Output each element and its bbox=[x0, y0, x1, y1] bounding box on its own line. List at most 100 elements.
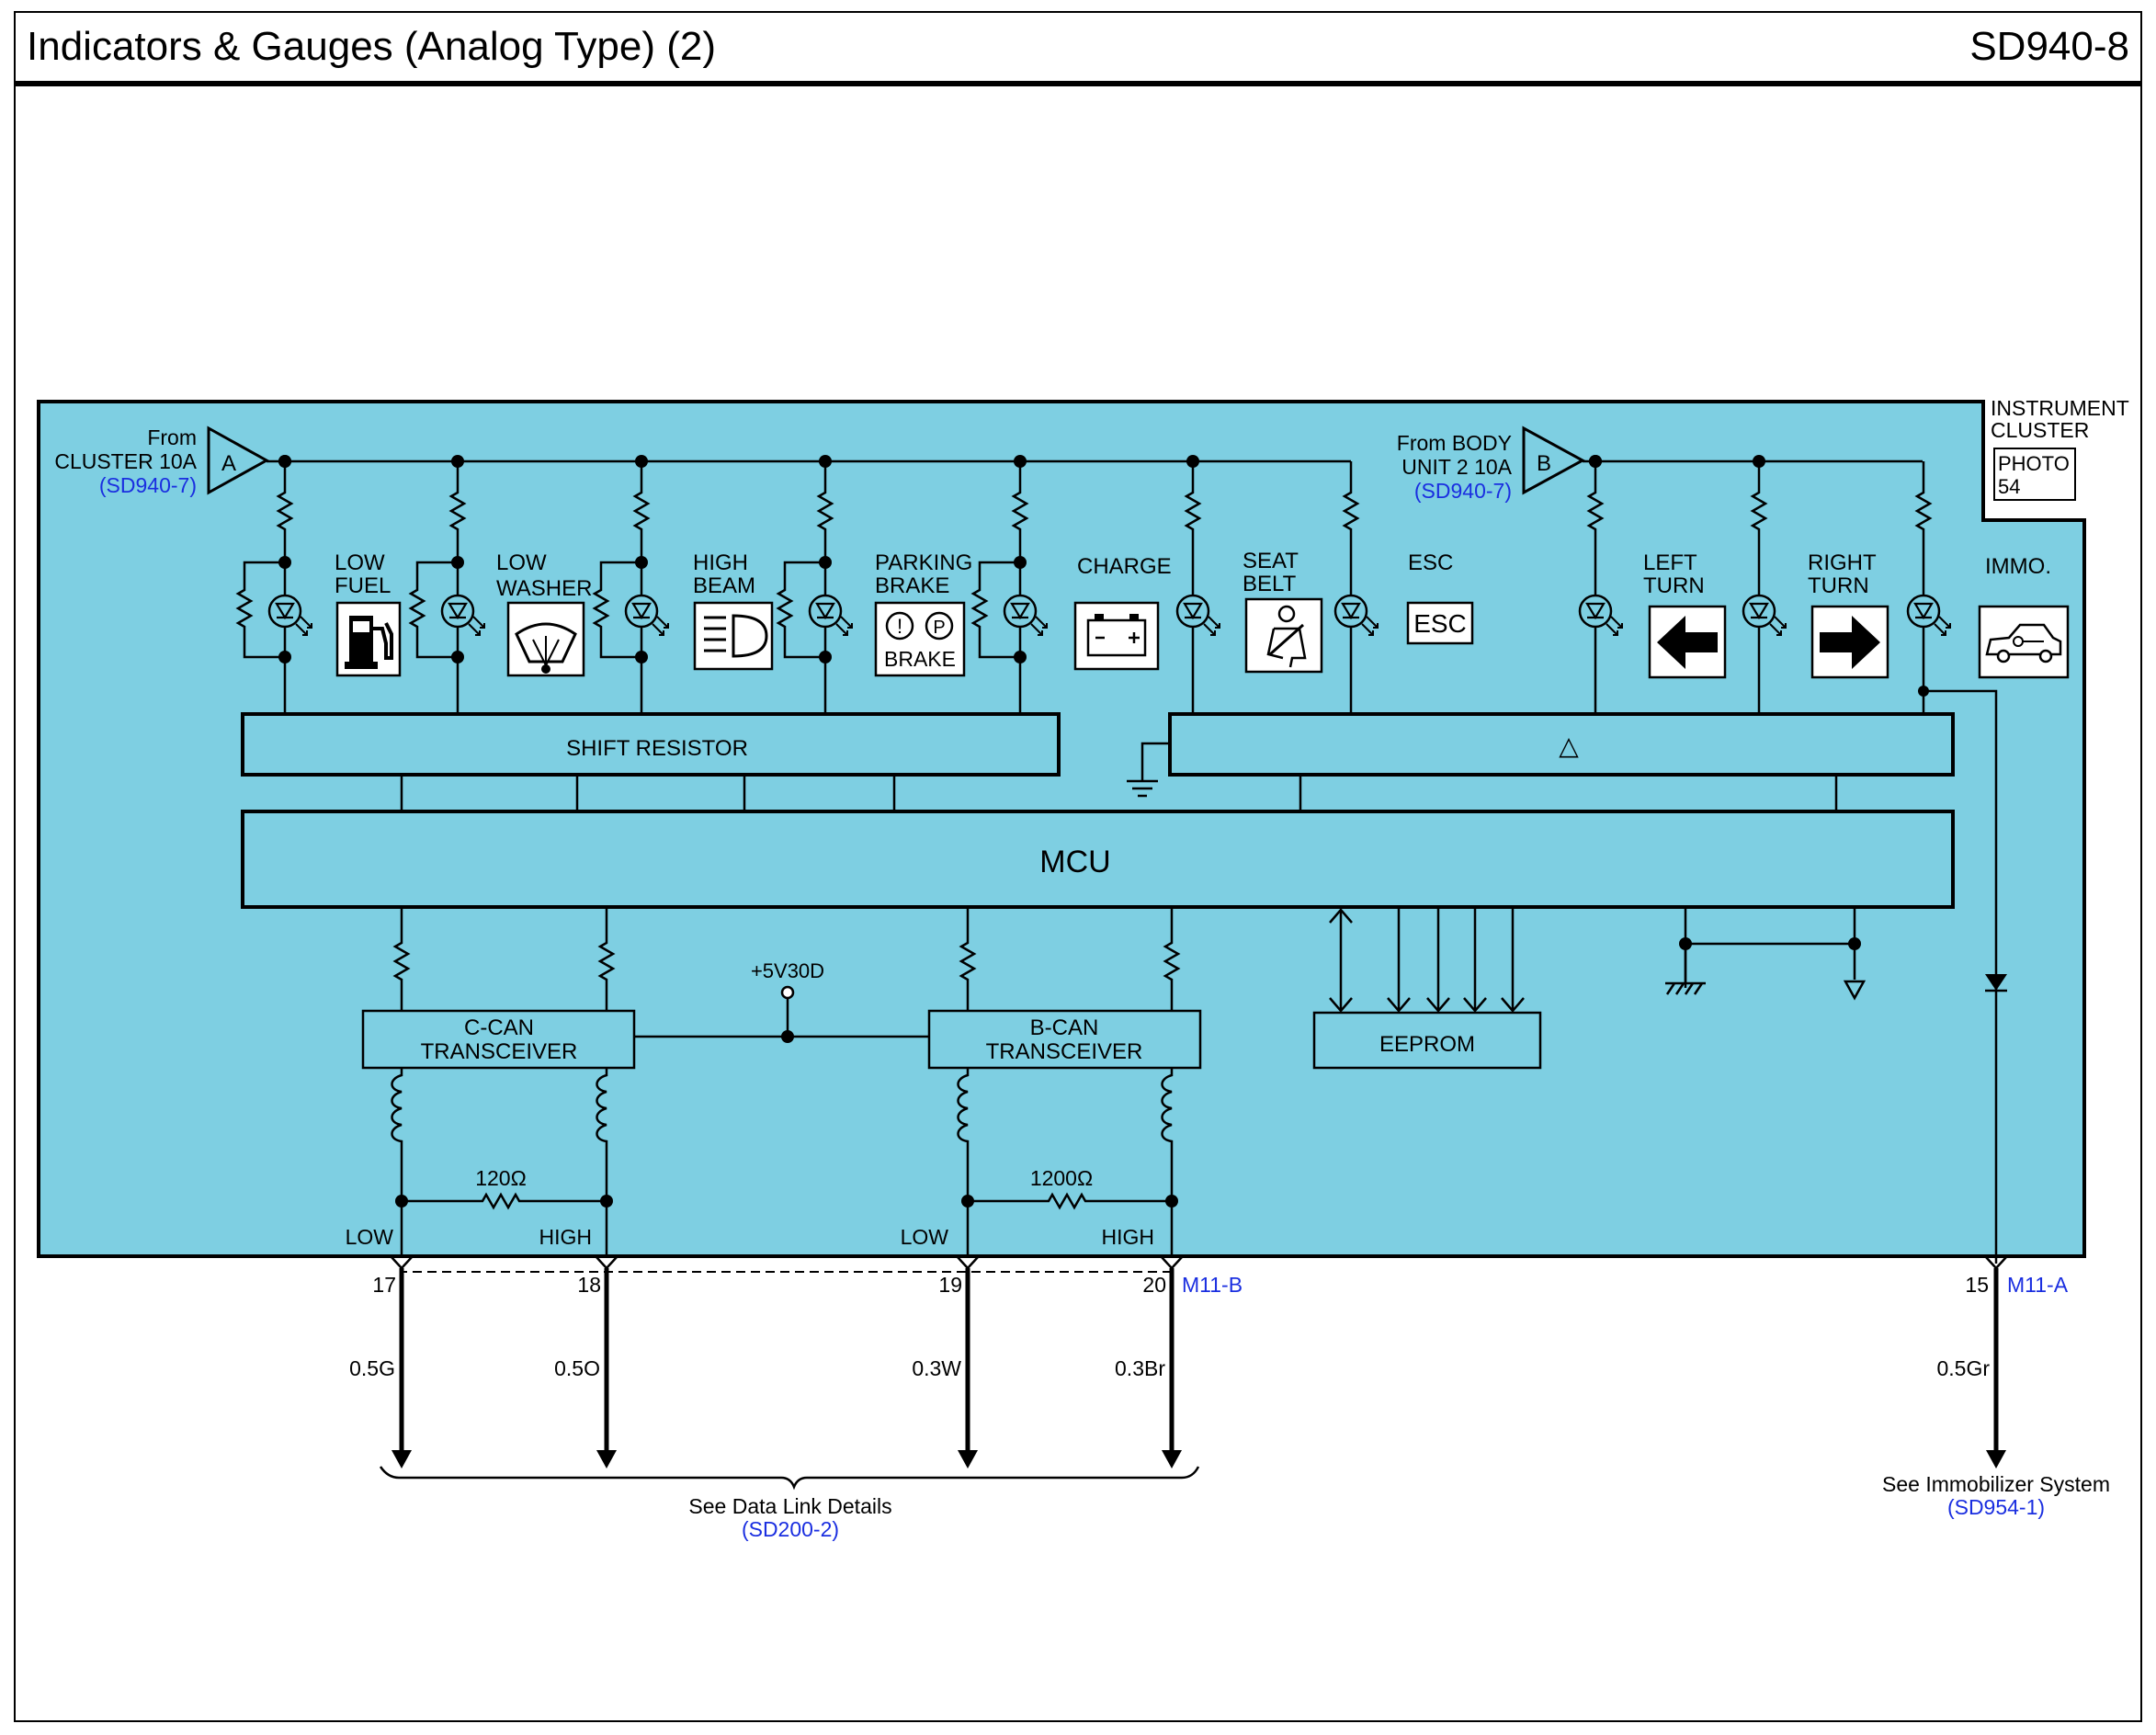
source-a-line2: CLUSTER 10A bbox=[54, 449, 197, 473]
pin17-side: LOW bbox=[346, 1225, 394, 1249]
shift-resistor-block bbox=[241, 712, 1061, 777]
b-can-label-1: B-CAN bbox=[1030, 1015, 1099, 1040]
pin20-wire: 0.3Br bbox=[1115, 1356, 1165, 1380]
page-frame bbox=[14, 11, 2142, 1722]
eeprom-block bbox=[1312, 1011, 1542, 1070]
mcu-ground bbox=[1665, 907, 1867, 1001]
high-beam-icon bbox=[693, 601, 774, 671]
charge-label: CHARGE bbox=[1077, 554, 1172, 579]
low-washer-label-1: LOW bbox=[496, 550, 547, 575]
right-turn-label-1: RIGHT bbox=[1808, 550, 1877, 575]
pin19-number: 19 bbox=[938, 1273, 962, 1297]
mcu-label: MCU bbox=[1039, 845, 1110, 879]
pin18-side: HIGH bbox=[539, 1225, 593, 1249]
immobilizer-text: See Immobilizer System bbox=[1882, 1472, 2110, 1496]
brake-icon: ! P BRAKE bbox=[874, 601, 966, 677]
source-a-node bbox=[278, 455, 291, 468]
b-can-termination: 1200Ω bbox=[1030, 1166, 1093, 1190]
esc-icon-text: ESC bbox=[1413, 609, 1467, 638]
source-a-line1: From bbox=[147, 425, 197, 449]
ground-symbol-driver bbox=[1127, 742, 1170, 798]
parking-brake-bypass-bottom bbox=[783, 634, 825, 659]
parking-brake-bypass-top bbox=[783, 561, 825, 584]
brake-icon-text: BRAKE bbox=[884, 647, 956, 671]
pin20-number: 20 bbox=[1142, 1273, 1166, 1297]
high-beam-label-2: BEAM bbox=[693, 573, 755, 598]
arrow-right-icon bbox=[1810, 605, 1889, 679]
pin18-wire: 0.5O bbox=[554, 1356, 600, 1380]
parking-brake-label-1: PARKING bbox=[875, 550, 972, 575]
high-beam-label-1: HIGH bbox=[693, 550, 748, 575]
driver-block-symbol: △ bbox=[1559, 731, 1579, 760]
arrow-left-icon bbox=[1648, 605, 1727, 679]
shift-resistor-label: SHIFT RESISTOR bbox=[566, 736, 748, 761]
pin17-wire: 0.5G bbox=[349, 1356, 395, 1380]
pin19-side: LOW bbox=[901, 1225, 949, 1249]
low-fuel-bypass-bottom bbox=[243, 634, 285, 659]
parking-brake-label-2: BRAKE bbox=[875, 573, 949, 598]
high-beam-bypass-top bbox=[599, 561, 641, 584]
source-b-letter: B bbox=[1537, 451, 1551, 476]
left-turn-label-1: LEFT bbox=[1643, 550, 1697, 575]
cluster-name-1: INSTRUMENT bbox=[1991, 396, 2129, 420]
cluster-name-2: CLUSTER bbox=[1991, 418, 2089, 442]
data-link-text: See Data Link Details bbox=[688, 1494, 891, 1518]
low-fuel-bypass-top bbox=[243, 561, 285, 584]
connector-m11b: M11-B bbox=[1182, 1273, 1243, 1297]
connector-m11b-outline bbox=[401, 1268, 1173, 1273]
charge-bypass-top bbox=[978, 561, 1020, 584]
seat-belt-label-1: SEAT bbox=[1243, 549, 1299, 573]
data-link-ref: (SD200-2) bbox=[742, 1517, 839, 1541]
battery-icon bbox=[1073, 601, 1160, 671]
c-can-label-2: TRANSCEIVER bbox=[421, 1039, 578, 1064]
pin19-wire: 0.3W bbox=[912, 1356, 961, 1380]
source-b-node bbox=[1589, 455, 1602, 468]
svg-text:P: P bbox=[933, 618, 945, 638]
source-b-line1: From BODY bbox=[1397, 431, 1512, 455]
pin15-number: 15 bbox=[1965, 1273, 1989, 1297]
immo-output-line bbox=[1923, 689, 1998, 1264]
esc-label: ESC bbox=[1408, 550, 1453, 575]
mcu-block bbox=[241, 810, 1955, 909]
source-a-triangle bbox=[207, 425, 270, 495]
car-key-icon bbox=[1978, 605, 2070, 679]
data-link-bracket bbox=[379, 1466, 1200, 1491]
source-a-ref: (SD940-7) bbox=[99, 473, 197, 497]
esc-icon: ESC bbox=[1406, 601, 1474, 645]
high-beam-bypass-bottom bbox=[599, 634, 641, 659]
photo-box bbox=[1993, 448, 2076, 501]
left-turn-label-2: TURN bbox=[1643, 573, 1705, 598]
pin15-wire: 0.5Gr bbox=[1936, 1356, 1990, 1380]
immo-label: IMMO. bbox=[1985, 554, 2051, 579]
photo-number: 54 bbox=[1998, 475, 2020, 498]
fuel-pump-icon bbox=[335, 601, 402, 677]
c-can-termination: 120Ω bbox=[475, 1166, 527, 1190]
low-fuel-label-2: FUEL bbox=[335, 573, 391, 598]
connector-m11a: M11-A bbox=[2007, 1273, 2069, 1297]
low-washer-label-2: WASHER bbox=[496, 576, 592, 601]
b-can-transceiver bbox=[927, 1009, 1202, 1070]
source-b-ref: (SD940-7) bbox=[1414, 479, 1512, 503]
charge-bypass-bottom bbox=[978, 634, 1020, 659]
immo-diode bbox=[1985, 974, 2007, 991]
photo-label: PHOTO bbox=[1998, 452, 2070, 475]
c-can-label-1: C-CAN bbox=[464, 1015, 534, 1040]
pin18-number: 18 bbox=[577, 1273, 601, 1297]
washer-icon bbox=[506, 601, 585, 677]
right-turn-label-2: TURN bbox=[1808, 573, 1869, 598]
eeprom-bus bbox=[1329, 907, 1525, 1013]
driver-block bbox=[1168, 712, 1955, 777]
eeprom-label: EEPROM bbox=[1379, 1032, 1475, 1057]
source-b-line2: UNIT 2 10A bbox=[1401, 455, 1512, 479]
page-header: Indicators & Gauges (Analog Type) (2) SD… bbox=[14, 11, 2142, 86]
c-can-transceiver bbox=[361, 1009, 636, 1070]
source-b-triangle bbox=[1522, 425, 1586, 495]
seat-belt-icon bbox=[1244, 597, 1323, 674]
page-title: Indicators & Gauges (Analog Type) (2) bbox=[27, 24, 717, 69]
low-washer-bypass-top bbox=[415, 561, 458, 584]
svg-text:!: ! bbox=[897, 615, 902, 638]
supply-label: +5V30D bbox=[751, 959, 824, 982]
pin20-side: HIGH bbox=[1102, 1225, 1155, 1249]
low-fuel-label-1: LOW bbox=[335, 550, 385, 575]
